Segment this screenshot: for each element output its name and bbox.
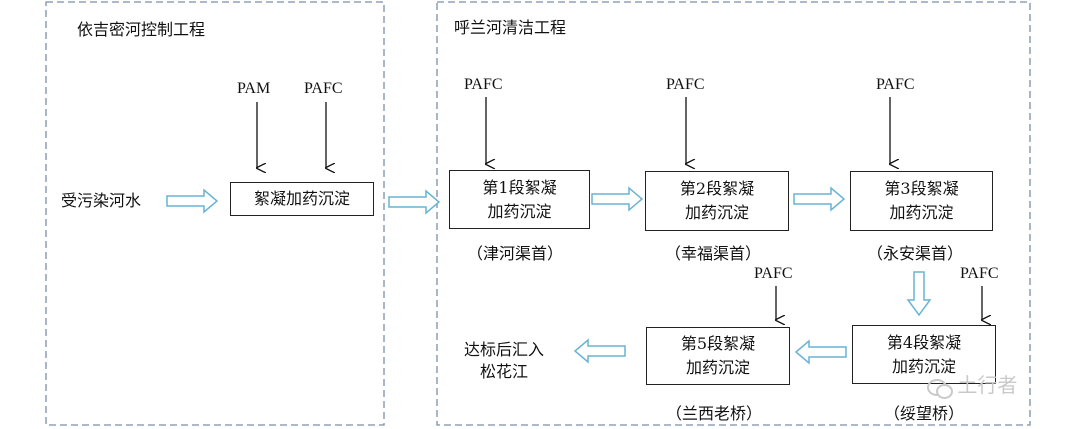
watermark-text: 土行者 [957,373,1018,397]
stage-1-line1: 第1段絮凝 [482,177,557,197]
outlet-line2: 松花江 [480,362,529,381]
stage-0-box: 絮凝加药沉淀 [230,182,374,216]
stage-4-box: 第4段絮凝 加药沉淀 [852,325,996,384]
outlet-label: 达标后汇入 松花江 [464,339,544,383]
right-panel-title: 呼兰河清洁工程 [454,18,567,37]
left-panel-title: 依吉密河控制工程 [77,20,206,39]
pafc-label-2: PAFC [666,76,705,93]
stage-4-line1: 第4段絮凝 [886,332,962,352]
pam-label: PAM [237,80,271,97]
flow-arrow-0-1 [388,189,441,215]
stage-3-line1: 第3段絮凝 [884,179,959,198]
stage-5-location: （兰西老桥） [666,404,763,423]
pafc-label-3: PAFC [876,76,915,93]
pafc-label-1: PAFC [464,76,503,93]
pafc-label-4: PAFC [960,265,999,282]
stage-5-line2: 加药沉淀 [685,358,750,377]
stage-2-box: 第2段絮凝 加药沉淀 [645,171,789,231]
stage-2-line2: 加药沉淀 [684,203,749,222]
stage-4-line2: 加药沉淀 [891,356,956,376]
stage-2-line1: 第2段絮凝 [679,179,755,198]
stage-3-box: 第3段絮凝 加药沉淀 [850,171,993,231]
flow-arrow-1-2 [591,186,644,212]
stage-3-line2: 加药沉淀 [889,203,954,222]
stage-1-line2: 加药沉淀 [487,201,552,221]
pafc-label-5: PAFC [754,265,793,282]
right-panel [436,1,1031,426]
stage-5-box: 第5段絮凝 加药沉淀 [646,327,790,385]
stage-0-label: 絮凝加药沉淀 [253,189,350,208]
outlet-line1: 达标后汇入 [464,340,545,359]
source-label: 受污染河水 [61,191,142,210]
flow-arrow-source [166,188,219,214]
wechat-icon [927,377,953,399]
flow-arrow-5-out [573,338,626,364]
pafc-label-0: PAFC [304,80,343,97]
flow-arrow-3-4 [906,271,932,317]
stage-4-location: （绥望桥） [884,404,965,423]
stage-1-location: （津河渠首） [467,244,564,263]
stage-1-box: 第1段絮凝 加药沉淀 [449,170,590,229]
watermark: 土行者 [927,369,1018,399]
stage-2-location: （幸福渠首） [665,244,762,263]
flow-arrows [166,186,932,365]
stage-5-line1: 第5段絮凝 [680,334,756,353]
stage-3-location: （永安渠首） [867,244,964,263]
flow-arrow-2-3 [793,186,846,212]
left-panel [45,1,385,426]
flow-arrow-4-5 [794,339,847,365]
